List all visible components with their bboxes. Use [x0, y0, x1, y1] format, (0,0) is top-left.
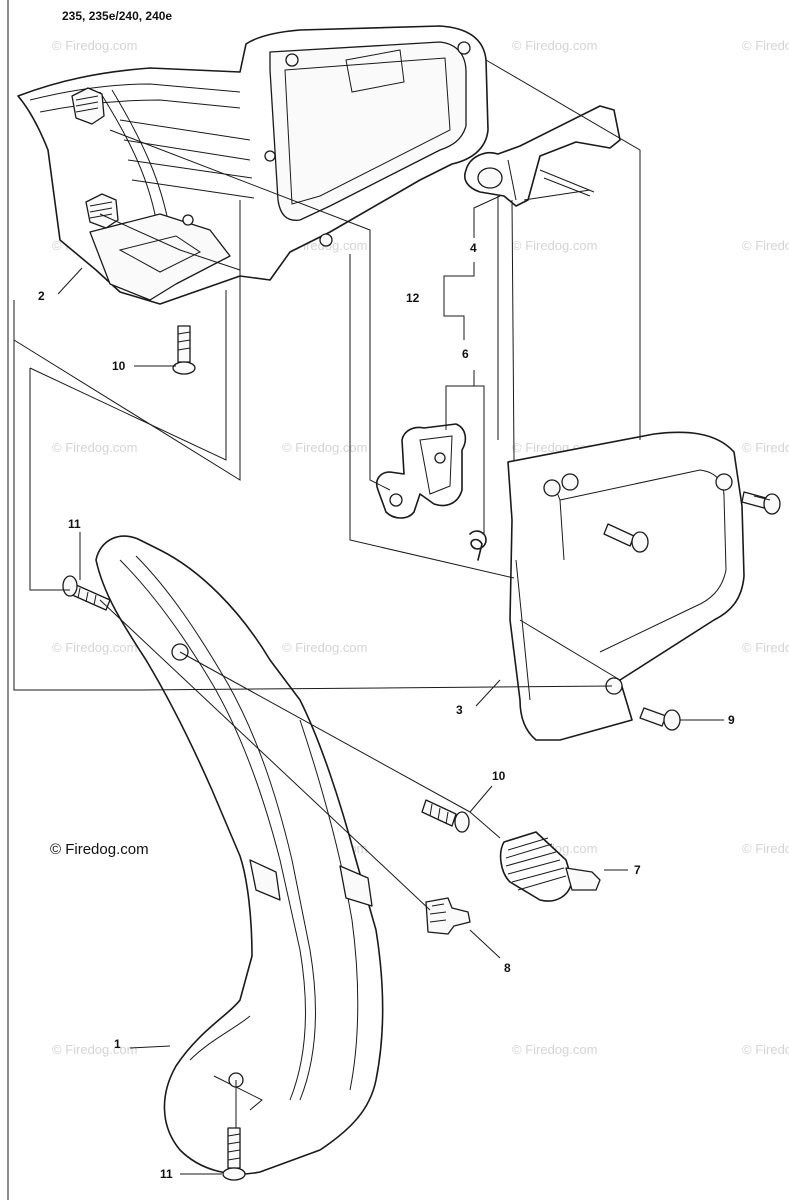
callout-8: 8	[504, 961, 511, 975]
watermark-text: © Firedog.com	[282, 440, 367, 455]
watermark-text: © Firedog.com	[512, 238, 597, 253]
watermark-text: © Firedog.com	[282, 640, 367, 655]
callout-11-lower: 11	[160, 1167, 173, 1181]
callout-1: 1	[114, 1037, 121, 1051]
model-title: 235, 235e/240, 240e	[62, 9, 172, 23]
callout-7: 7	[634, 863, 641, 877]
copyright-notice: © Firedog.com	[50, 841, 149, 858]
watermark-text: © Firedog.com	[52, 440, 137, 455]
screw-10-upper	[172, 325, 196, 375]
screw-11-upper	[62, 575, 111, 611]
watermark-text: © Firedog.com	[512, 38, 597, 53]
watermark-text: © Firedog.com	[512, 1042, 597, 1057]
watermark-text: © Firedog.com	[742, 841, 789, 856]
throttle-trigger-lever	[464, 105, 621, 207]
callout-12: 12	[406, 291, 420, 305]
assembly-lines	[13, 59, 641, 1128]
lockout-spring	[469, 530, 487, 561]
callout-6: 6	[462, 347, 469, 361]
rear-handle-housing	[17, 25, 489, 305]
screw-9-lower	[639, 707, 681, 731]
callout-4: 4	[470, 241, 477, 255]
callout-10-lower: 10	[492, 769, 506, 783]
callout-10-upper: 10	[112, 359, 126, 373]
watermark-text: © Firedog.com	[742, 238, 789, 253]
watermark-text: © Firedog.com	[52, 1042, 137, 1057]
screw-9-mid	[603, 523, 649, 553]
watermark-text: © Firedog.com	[742, 1042, 789, 1057]
watermark-text: © Firedog.com	[52, 38, 137, 53]
watermark-text: © Firedog.com	[742, 640, 789, 655]
screw-11-lower	[222, 1127, 246, 1181]
front-handle	[95, 535, 384, 1175]
callout-9: 9	[728, 713, 735, 727]
side-cover	[507, 431, 745, 741]
watermark-text: © Firedog.com	[742, 440, 789, 455]
callout-labels: 2 10 4 12 6 11 3 9 10 7 8 1 11	[38, 241, 735, 1181]
callout-2: 2	[38, 289, 45, 303]
callout-11-upper: 11	[68, 517, 81, 531]
screw-9-right	[741, 491, 781, 515]
throttle-lockout	[375, 423, 467, 519]
watermark-text: © Firedog.com	[52, 640, 137, 655]
watermark-text: © Firedog.com	[742, 38, 789, 53]
callout-leaders	[57, 195, 771, 1175]
av-damper-spring	[499, 831, 601, 902]
callout-3: 3	[456, 703, 463, 717]
screw-10-lower	[421, 799, 470, 833]
buffer-screw	[425, 897, 471, 935]
